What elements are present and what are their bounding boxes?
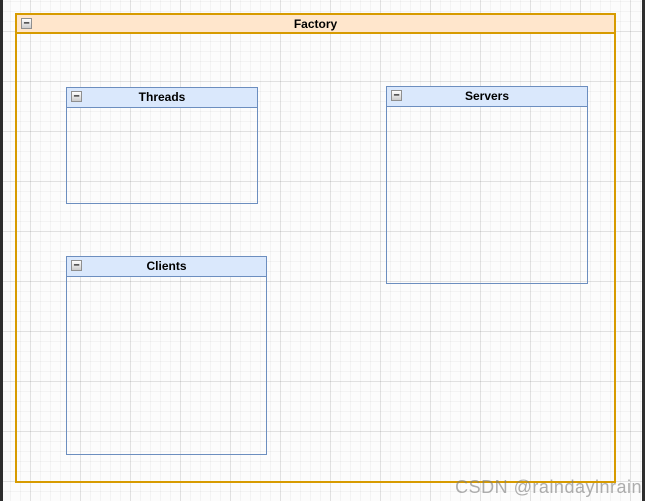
collapse-minus-icon: −: [393, 90, 400, 101]
watermark: CSDN @raindayinrain: [455, 477, 642, 497]
factory-group[interactable]: − Factory − Threads − Servers: [15, 13, 616, 483]
factory-collapse-button[interactable]: −: [21, 18, 32, 29]
collapse-minus-icon: −: [73, 91, 80, 102]
factory-header[interactable]: − Factory: [17, 15, 614, 34]
servers-collapse-button[interactable]: −: [391, 90, 402, 101]
clients-collapse-button[interactable]: −: [71, 260, 82, 271]
collapse-minus-icon: −: [73, 260, 80, 271]
servers-title: Servers: [464, 89, 510, 104]
threads-header[interactable]: − Threads: [67, 88, 257, 108]
threads-group[interactable]: − Threads: [66, 87, 258, 204]
clients-header[interactable]: − Clients: [67, 257, 266, 277]
clients-title: Clients: [146, 259, 187, 274]
servers-group[interactable]: − Servers: [386, 86, 588, 284]
threads-collapse-button[interactable]: −: [71, 91, 82, 102]
factory-title: Factory: [293, 16, 338, 31]
servers-header[interactable]: − Servers: [387, 87, 587, 107]
window-edge-right: [642, 0, 645, 501]
collapse-minus-icon: −: [23, 18, 30, 29]
window-edge-left: [0, 0, 3, 501]
threads-title: Threads: [138, 90, 186, 105]
clients-group[interactable]: − Clients: [66, 256, 267, 455]
